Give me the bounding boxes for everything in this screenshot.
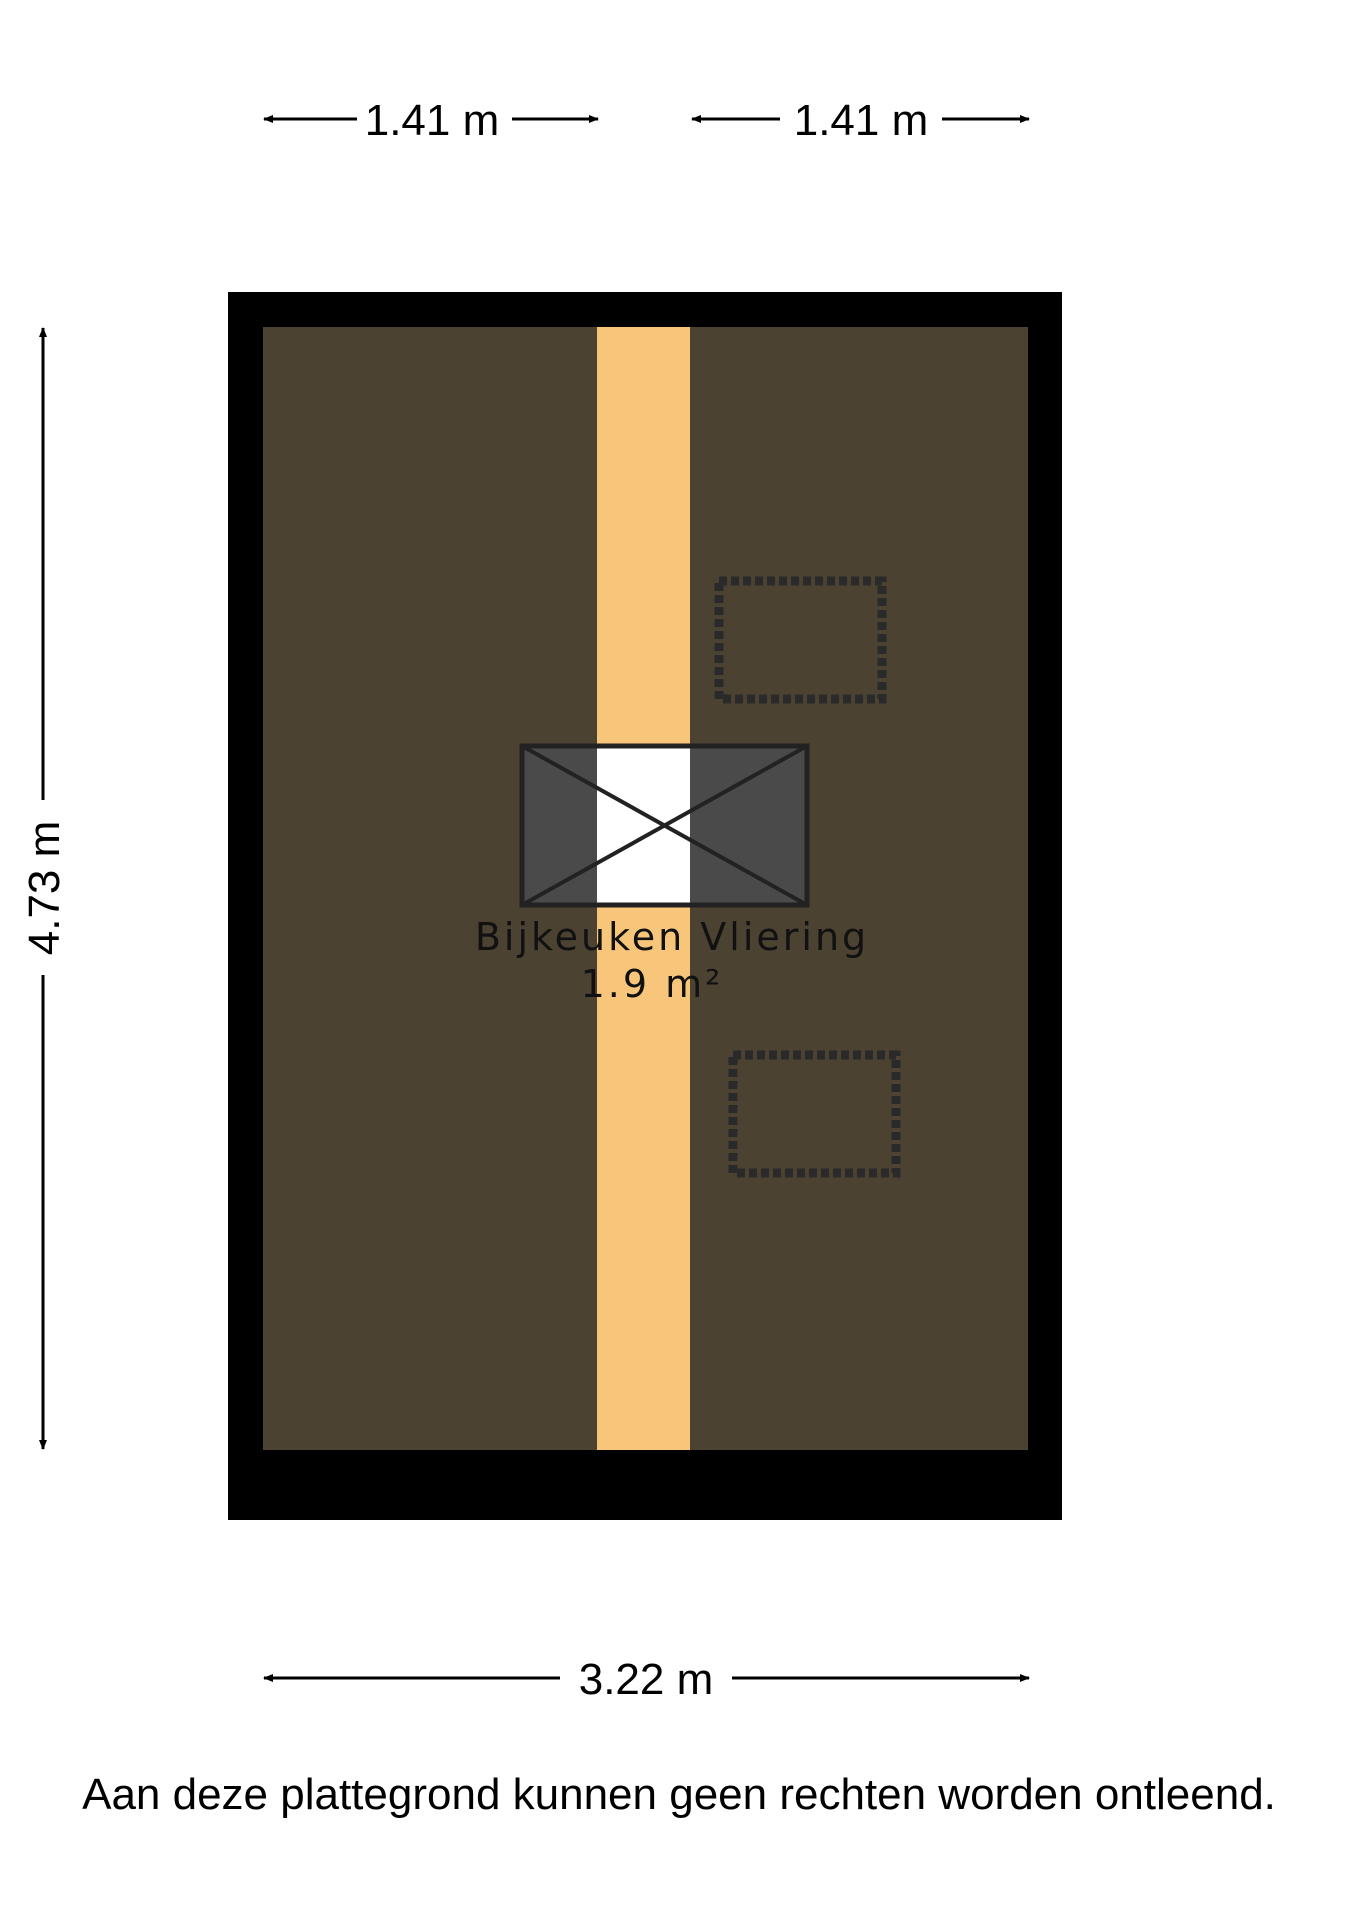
skylight-outline-upper — [714, 576, 887, 704]
dimension-top-left-label: 1.41 m — [365, 96, 500, 145]
dimension-top-right-label: 1.41 m — [794, 96, 929, 145]
dimension-top-left: 1.41 m — [263, 96, 599, 145]
dimension-left: 4.73 m — [20, 327, 69, 1450]
dimension-bottom-label: 3.22 m — [579, 1655, 714, 1704]
room-name: Bijkeuken Vliering — [475, 915, 869, 959]
attic-hatch — [519, 743, 810, 908]
disclaimer-text: Aan deze plattegrond kunnen geen rechten… — [82, 1770, 1276, 1819]
dimension-top-right: 1.41 m — [691, 96, 1030, 145]
dimension-bottom: 3.22 m — [263, 1655, 1030, 1704]
room-area: 1.9 m² — [581, 962, 724, 1006]
dimension-left-label: 4.73 m — [20, 821, 69, 956]
skylight-outline-lower — [728, 1050, 901, 1178]
